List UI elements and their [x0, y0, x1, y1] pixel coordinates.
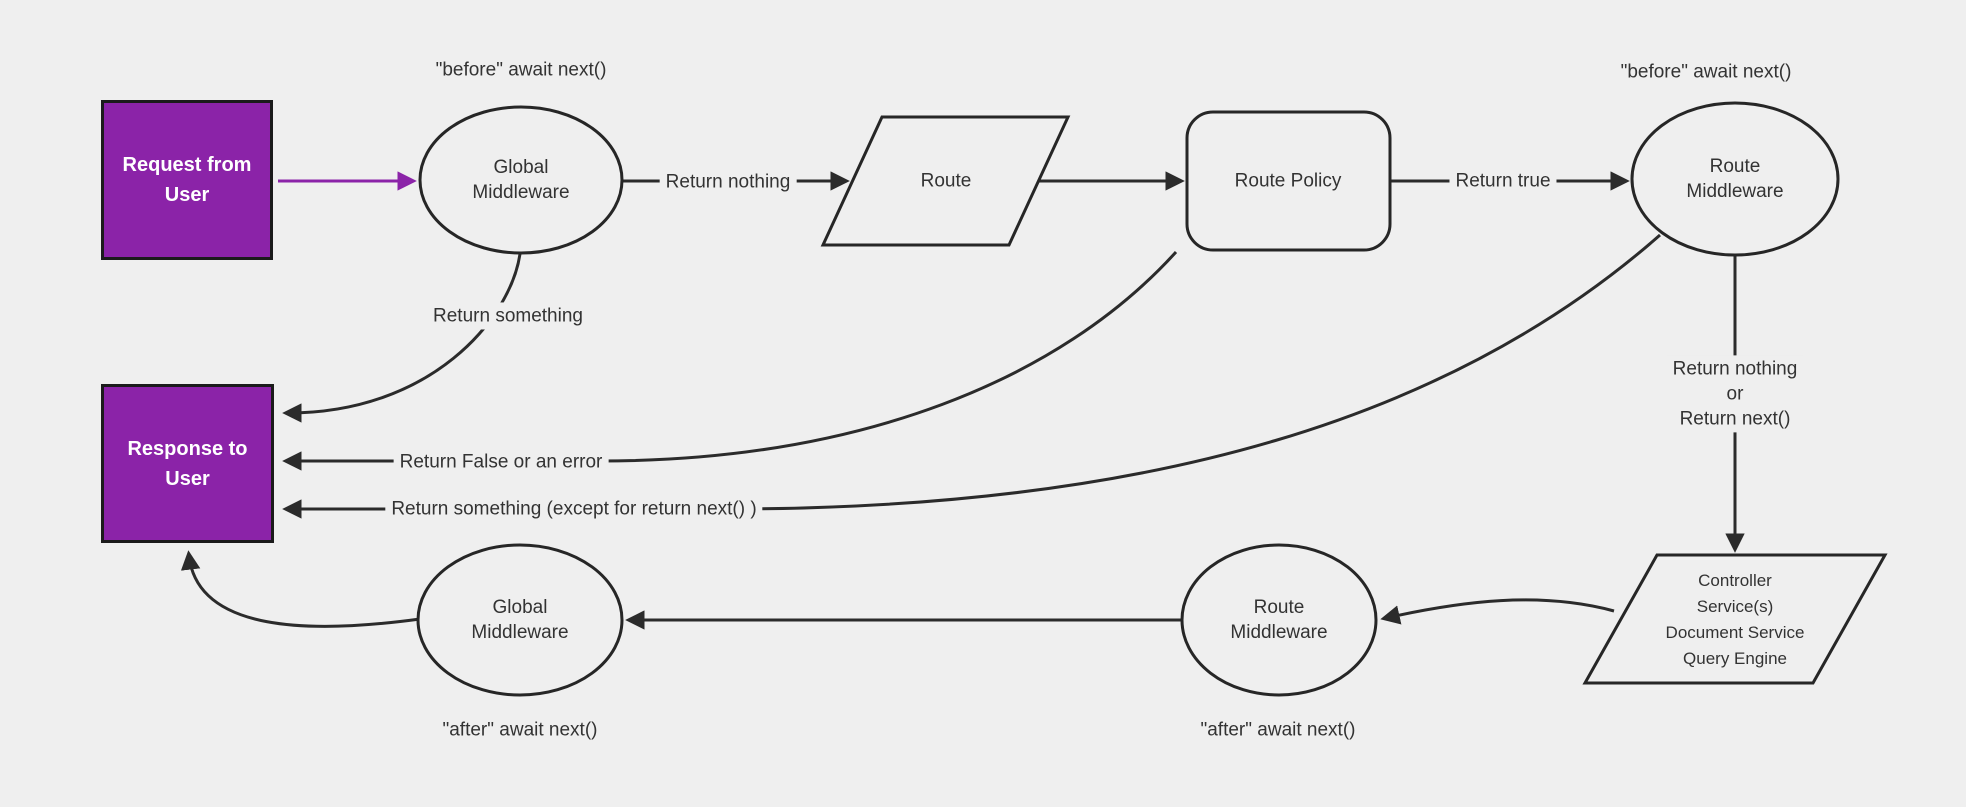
edge-label-return-nothing-or-next: Return nothing or Return next()	[1666, 355, 1804, 433]
node-request-from-user: Request from User	[101, 100, 273, 260]
annotation-before-await-left: "before" await next()	[435, 59, 607, 81]
edge-label-return-true: Return true	[1449, 167, 1557, 195]
edge-label-return-false: Return False or an error	[393, 448, 609, 476]
node-route-middleware-top-shape	[1630, 101, 1840, 257]
node-global-middleware-top-shape	[418, 105, 624, 255]
annotation-after-await-right: "after" await next()	[1200, 719, 1356, 741]
edge-label-return-something-except: Return something (except for return next…	[385, 495, 763, 523]
edge-controller-to-route-middleware-bottom	[1380, 598, 1615, 625]
node-response-to-user: Response to User	[101, 384, 274, 543]
annotation-before-await-right: "before" await next()	[1620, 61, 1792, 83]
edge-label-return-nothing: Return nothing	[659, 168, 797, 196]
node-route-shape	[820, 115, 1071, 247]
node-route-policy-shape	[1185, 110, 1392, 252]
node-global-middleware-bottom-shape	[416, 543, 624, 697]
edge-route-middleware-return-something-except	[282, 233, 1661, 519]
annotation-after-await-left: "after" await next()	[442, 719, 598, 741]
node-route-middleware-bottom-shape	[1180, 543, 1378, 697]
edge-global-middleware-bottom-to-response	[180, 550, 421, 628]
node-controller-services-shape	[1582, 553, 1888, 685]
node-response-to-user-label: Response to User	[127, 437, 248, 490]
edge-global-middleware-return-something	[282, 253, 522, 423]
node-request-from-user-label: Request from User	[122, 154, 252, 206]
edge-label-return-something: Return something	[427, 302, 589, 330]
edge-route-policy-return-false	[282, 250, 1178, 471]
